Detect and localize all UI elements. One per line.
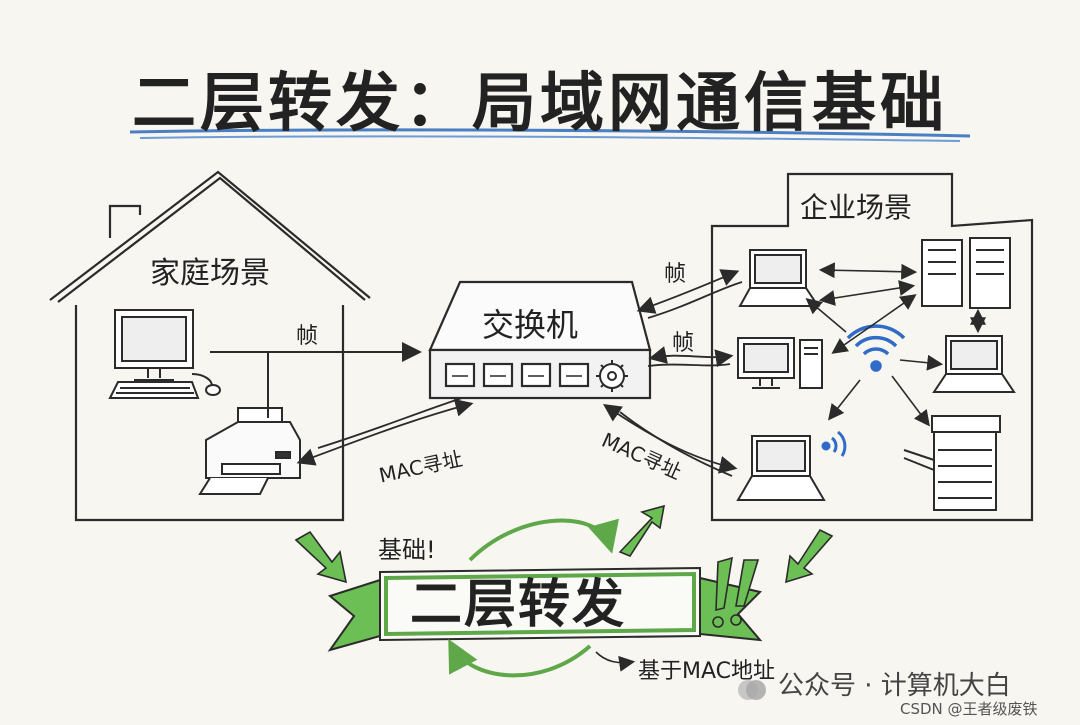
- wifi-icon: [848, 326, 904, 370]
- desktop-icon: [738, 338, 822, 388]
- enterprise-frame-label-top: 帧: [664, 256, 686, 288]
- page-title: 二层转发：局域网通信基础: [0, 52, 1080, 144]
- home-frame-label: 帧: [296, 318, 318, 350]
- server-icon: [922, 238, 1010, 308]
- wechat-logo-icon: [736, 678, 768, 702]
- laptop-icon: [740, 250, 818, 306]
- home-scene-label: 家庭场景: [150, 248, 270, 292]
- desktop-icon: [115, 310, 193, 380]
- watermark-csdn: CSDN @王者级废铁: [900, 698, 1038, 719]
- laptop-icon: [934, 336, 1014, 392]
- watermark-public-account: 公众号 · 计算机大白: [778, 665, 1011, 702]
- printer-icon: [200, 408, 300, 494]
- enterprise-scene-label: 企业场景: [800, 186, 912, 226]
- banner-title: 二层转发: [410, 562, 626, 637]
- switch-label: 交换机: [482, 300, 578, 346]
- enterprise-frame-label-mid: 帧: [672, 325, 694, 357]
- keyboard-icon: [110, 382, 198, 398]
- wifi-icon: [823, 432, 845, 456]
- laptop-icon: [738, 436, 824, 500]
- note-arrow: [596, 652, 632, 663]
- basis-label: 基础!: [378, 530, 436, 565]
- copier-icon: [904, 416, 1000, 510]
